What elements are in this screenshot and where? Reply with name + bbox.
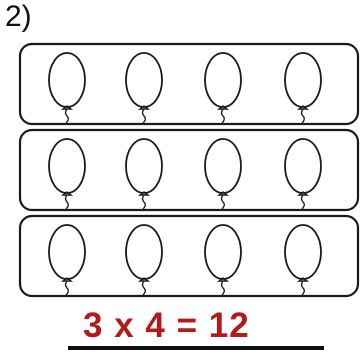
balloon-groups-picture bbox=[18, 42, 360, 298]
balloon-icon bbox=[48, 224, 86, 296]
balloon-icon bbox=[48, 52, 86, 124]
balloon-group bbox=[18, 128, 360, 212]
multiplication-equation: 3 x 4 = 12 bbox=[83, 306, 250, 345]
balloon-icon bbox=[204, 138, 242, 210]
balloon-group bbox=[18, 42, 360, 126]
balloon-icon bbox=[125, 52, 163, 124]
answer-underline bbox=[68, 346, 324, 350]
balloon-group bbox=[18, 214, 360, 298]
group-box bbox=[18, 128, 360, 212]
balloon-icon bbox=[48, 138, 86, 210]
group-box bbox=[18, 214, 360, 298]
balloon-icon bbox=[125, 138, 163, 210]
balloon-icon bbox=[125, 224, 163, 296]
group-box bbox=[18, 42, 360, 126]
balloon-icon bbox=[284, 224, 322, 296]
problem-number: 2) bbox=[5, 0, 32, 33]
balloon-icon bbox=[204, 224, 242, 296]
balloon-icon bbox=[284, 138, 322, 210]
balloon-icon bbox=[204, 52, 242, 124]
balloon-icon bbox=[284, 52, 322, 124]
